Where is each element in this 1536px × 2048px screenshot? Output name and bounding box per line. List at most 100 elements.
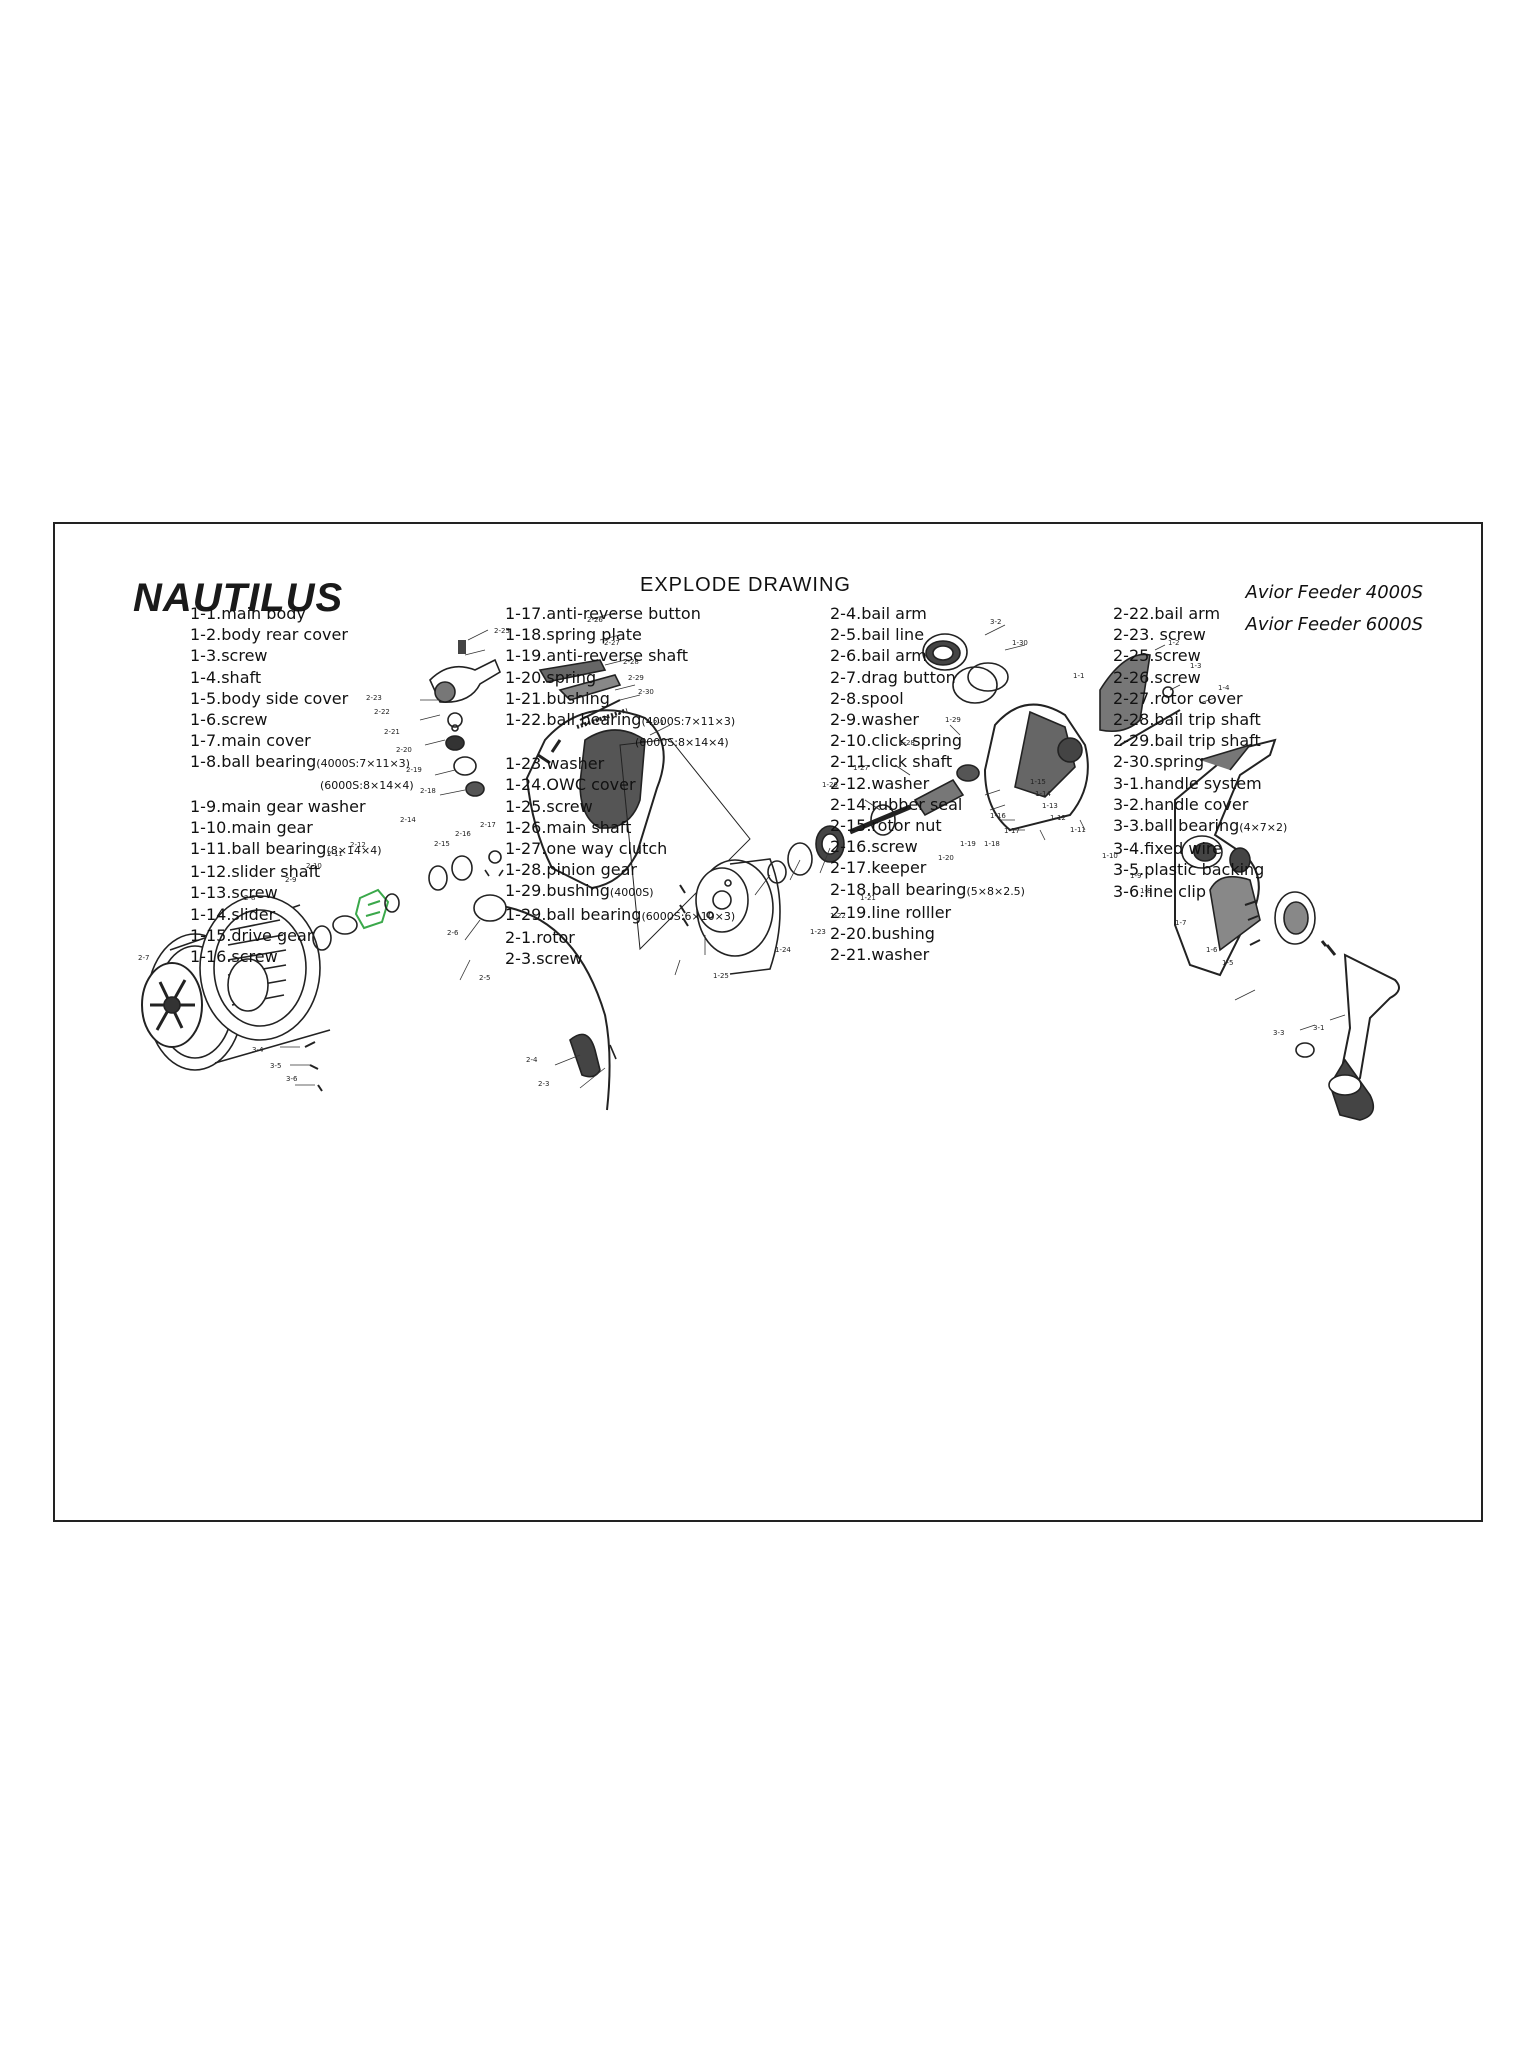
callout-label: 1-13 [1042, 802, 1058, 810]
legend-item: 1-29.ball bearing(6000S:6×10×3) [505, 904, 736, 924]
legend-item: 2-10.click spring [830, 731, 963, 751]
legend-item: 2-25.screw [1113, 646, 1201, 666]
parts-legend-column: 2-4.bail arm 2-5.bail line 2-6.bail arm … [830, 603, 1025, 965]
legend-item: 2-30.spring [1113, 752, 1205, 772]
callout-label: 3-2 [990, 618, 1001, 626]
model-name: Avior Feeder 6000S [1245, 614, 1423, 635]
legend-item: 2-18.ball bearing(5×8×2.5) [830, 879, 1025, 899]
callout-label: 1-19 [960, 840, 976, 848]
legend-item: 2-8.spool [830, 688, 904, 708]
page-title: EXPLODE DRAWING [640, 574, 851, 596]
legend-item: 2-15.rotor nut [830, 816, 942, 836]
callout-label: 2-8 [244, 894, 255, 902]
legend-item: 3-1.handle system [1113, 773, 1262, 793]
main-cover-part [1174, 738, 1277, 977]
callout-label: 1-16 [990, 812, 1006, 820]
callout-label: 1-23 [810, 928, 826, 936]
legend-item: 1-3.screw [190, 646, 268, 666]
legend-item: 2-11.click shaft [830, 752, 953, 772]
callout-label: 2-20 [396, 746, 412, 754]
callout-label: 2-26 [587, 616, 603, 624]
legend-item: 3-3.ball bearing(4×7×2) [1113, 816, 1288, 836]
callout-label: 2-17 [480, 821, 496, 829]
callout-label: 1-12 [1050, 814, 1066, 822]
callout-label: 1-25 [713, 972, 729, 980]
callout-label: 1-20 [938, 854, 954, 862]
legend-item: 2-20.bushing [830, 924, 935, 944]
callout-label: 2-16 [455, 830, 471, 838]
callout-label: 1-26 [822, 781, 838, 789]
legend-item: 3-6.line clip [1113, 881, 1207, 901]
callout-label: 1-4 [1218, 684, 1230, 692]
model-name: Avior Feeder 4000S [1245, 582, 1423, 603]
legend-item: 1-15.drive gear [190, 925, 314, 945]
callout-label: 2-30 [638, 688, 654, 696]
legend-item: 2-27.rotor cover [1113, 688, 1243, 708]
legend-item: 1-19.anti-reverse shaft [505, 646, 688, 666]
drag-button-part [141, 962, 203, 1048]
legend-item: 1-8.ball bearing(4000S:7×11×3)(6000S:8×1… [190, 752, 414, 792]
callout-label: 2-7 [138, 954, 149, 962]
callout-label: 1-1 [1073, 672, 1084, 680]
legend-item: 2-21.washer [830, 945, 930, 965]
callout-label: 2-14 [400, 816, 416, 824]
callout-label: 3-5 [270, 1062, 281, 1070]
legend-item: 1-20.spring [505, 667, 597, 687]
legend-item: 2-3.screw [505, 949, 583, 969]
owc-cover-part [695, 858, 781, 975]
legend-item: 2-5.bail line [830, 625, 925, 645]
callout-label: 2-21 [384, 728, 400, 736]
legend-item: 1-16.screw [190, 947, 278, 967]
parts-legend-column: 1-1.main body 1-2.body rear cover 1-3.sc… [190, 603, 414, 967]
callout-label: 1-5 [1222, 959, 1233, 967]
callout-label: 1-11 [1070, 826, 1086, 834]
legend-item: 2-9.washer [830, 710, 920, 730]
legend-item: 1-23.washer [505, 754, 605, 774]
callout-label: 1-3 [1190, 662, 1201, 670]
legend-item: 1-26.main shaft [505, 817, 632, 837]
callout-label: 2-29 [628, 674, 644, 682]
legend-item: 2-4.bail arm [830, 604, 927, 623]
legend-item: 2-7.drag button [830, 667, 956, 687]
legend-item: 1-29.bushing(4000S) [505, 881, 654, 901]
legend-item: 2-29.bail trip shaft [1113, 731, 1261, 751]
legend-item: 1-5.body side cover [190, 688, 349, 708]
callout-label: 2-28 [623, 658, 639, 666]
callout-label: 2-22 [374, 708, 390, 716]
legend-item: 2-23. screw [1113, 625, 1206, 645]
legend-item: 1-4.shaft [190, 667, 262, 687]
legend-item: 2-28.bail trip shaft [1113, 710, 1261, 730]
callout-label: 1-21 [860, 894, 876, 902]
legend-item: 2-17.keeper [830, 858, 927, 878]
main-body-part [983, 703, 1089, 832]
legend-item: 1-18.spring plate [505, 625, 642, 645]
legend-item: 1-21.bushing [505, 688, 610, 708]
callout-label: 3-3 [1273, 1029, 1284, 1037]
callout-label: 2-1 [653, 719, 664, 727]
callout-label: 2-3 [538, 1080, 549, 1088]
legend-item: 1-28.pinion gear [505, 860, 637, 880]
legend-item: 1-27.one way clutch [505, 839, 668, 859]
callout-label: 1-8 [1140, 887, 1151, 895]
legend-item: 3-4.fixed wire [1113, 839, 1222, 859]
callout-label: 3-4 [252, 1046, 264, 1054]
legend-item: 3-5.plastic backing [1113, 860, 1265, 880]
callout-label: 1-9 [1130, 872, 1141, 880]
legend-item: 1-17.anti-reverse button [505, 604, 701, 623]
callout-label: 1-30 [1012, 639, 1028, 647]
callout-label: 2-5 [479, 974, 490, 982]
legend-item: 1-10.main gear [190, 817, 313, 837]
legend-item: 2-16.screw [830, 837, 918, 857]
legend-item: 1-13.screw [190, 883, 278, 903]
legend-item: 1-12.slider shaft [190, 862, 321, 882]
bail-arm-part [429, 640, 502, 797]
legend-item: 2-6.bail arm [830, 646, 927, 666]
handle-part [1320, 940, 1400, 1121]
legend-item: 1-1.main body [190, 604, 306, 623]
legend-item: 2-19.line rolller [830, 902, 952, 922]
callout-label: 1-28 [899, 739, 915, 747]
callout-label: 2-25 [494, 627, 510, 635]
legend-item: 1-6.screw [190, 710, 268, 730]
legend-item: 1-7.main cover [190, 731, 311, 751]
